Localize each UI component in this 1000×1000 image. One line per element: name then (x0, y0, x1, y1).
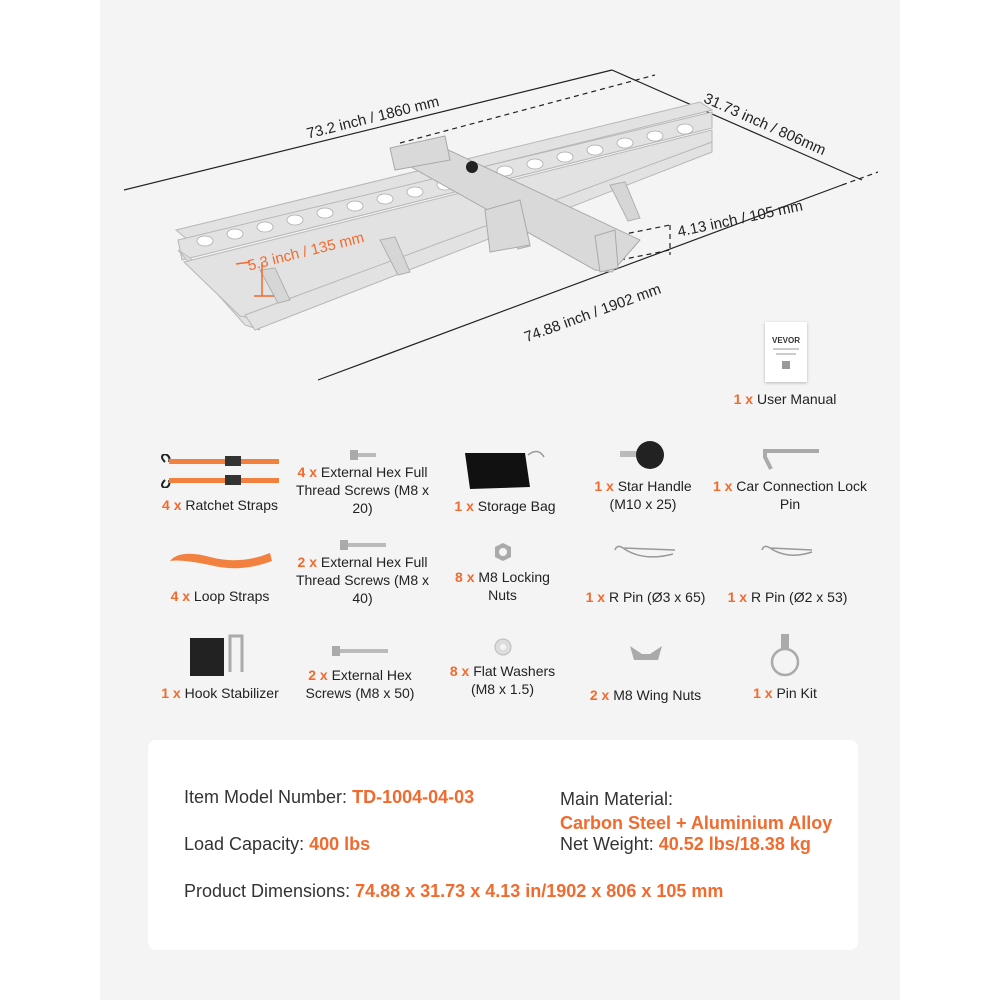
parts-item-user-manual: 1 x User Manual (733, 391, 837, 407)
wing-nut-icon (629, 646, 662, 660)
r-pin-icon (613, 545, 675, 558)
storage-bag-icon (465, 450, 545, 489)
parts-item: 8 x M8 Locking Nuts (440, 540, 565, 604)
parts-item: 4 x Ratchet Straps (135, 450, 305, 514)
parts-item: 2 x M8 Wing Nuts (578, 640, 713, 704)
r-pin-icon (760, 545, 812, 556)
parts-item: 1 x Hook Stabilizer (150, 632, 290, 702)
parts-item: 1 x R Pin (Ø3 x 65) (578, 540, 713, 606)
parts-item: 1 x Storage Bag (435, 445, 575, 515)
parts-item: 4 x External Hex Full Thread Screws (M8 … (285, 445, 440, 517)
spec-dimensions: Product Dimensions: 74.88 x 31.73 x 4.13… (184, 881, 724, 901)
pin-kit-icon (770, 634, 800, 677)
lock-pin-icon (763, 449, 819, 470)
hex-screw-icon (332, 646, 388, 656)
parts-item: 1 x Car Connection Lock Pin (710, 445, 870, 513)
spec-model: Item Model Number: TD-1004-04-03 (184, 787, 475, 807)
parts-item: 8 x Flat Washers (M8 x 1.5) (440, 638, 565, 698)
spec-weight: Net Weight: 40.52 lbs/18.38 kg (560, 834, 811, 854)
parts-item: 2 x External Hex Screws (M8 x 50) (290, 642, 430, 702)
parts-item: 2 x External Hex Full Thread Screws (M8 … (285, 535, 440, 607)
loop-strap-icon (170, 553, 272, 569)
flat-washer-icon (494, 638, 511, 656)
locking-nut-icon (494, 543, 511, 561)
user-manual-icon: VEVOR (765, 322, 807, 382)
hex-screw-icon (339, 540, 386, 550)
parts-item: 1 x R Pin (Ø2 x 53) (715, 540, 860, 606)
parts-item: 1 x Star Handle (M10 x 25) (578, 435, 708, 513)
ratchet-strap-icon (161, 454, 279, 488)
parts-item: 4 x Loop Straps (140, 545, 300, 605)
hex-screw-icon (349, 450, 376, 460)
specs-card: Item Model Number: TD-1004-04-03 Load Ca… (148, 740, 858, 950)
parts-item: 1 x Pin Kit (725, 632, 845, 702)
star-handle-icon (620, 441, 664, 469)
spec-capacity: Load Capacity: 400 lbs (184, 834, 371, 854)
manual-brand: VEVOR (771, 336, 800, 345)
spec-material: Main Material: Carbon Steel + Aluminium … (560, 789, 833, 833)
hitch-carrier-illustration (123, 69, 879, 381)
hook-stabilizer-icon (190, 634, 244, 676)
